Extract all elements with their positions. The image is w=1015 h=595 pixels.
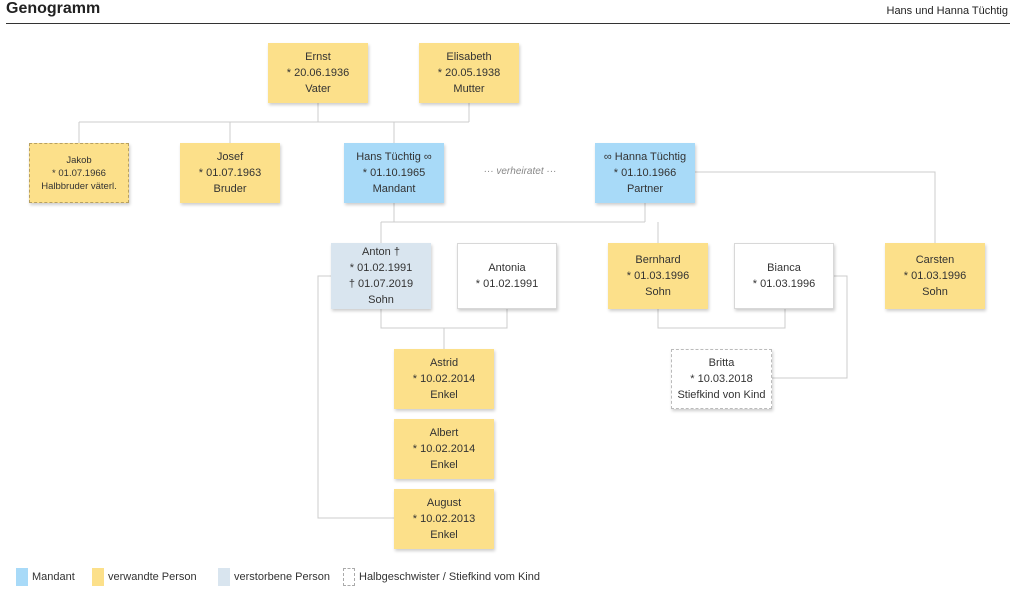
legend-label: Halbgeschwister / Stiefkind vom Kind: [359, 571, 540, 583]
person-name: Hans Tüchtig ∞: [356, 151, 432, 163]
page-title: Genogramm: [6, 0, 101, 17]
legend-swatch-client: [16, 568, 28, 586]
legend-label: Mandant: [32, 571, 75, 583]
connector-bernhard-couple: [657, 309, 786, 329]
person-name: August: [426, 497, 462, 509]
person-birth: * 01.03.1996: [626, 270, 690, 282]
person-name: Albert: [429, 427, 459, 439]
person-bianca[interactable]: Bianca * 01.03.1996: [734, 243, 834, 309]
legend-swatch-half: [343, 568, 355, 586]
person-role: Sohn: [922, 286, 948, 298]
person-josef[interactable]: Josef * 01.07.1963 Bruder: [180, 143, 280, 203]
connector-august: [317, 275, 394, 519]
connector-britta: [772, 275, 848, 379]
person-bernhard[interactable]: Bernhard * 01.03.1996 Sohn: [608, 243, 708, 309]
person-name: Josef: [216, 151, 244, 163]
person-anton[interactable]: Anton † * 01.02.1991 † 01.07.2019 Sohn: [331, 243, 431, 309]
person-birth: * 10.02.2013: [412, 513, 476, 525]
person-hanna[interactable]: ∞ Hanna Tüchtig * 01.10.1966 Partner: [595, 143, 695, 203]
client-name: Hans und Hanna Tüchtig: [886, 5, 1009, 17]
legend-label: verwandte Person: [108, 571, 197, 583]
connector-anton-couple: [380, 309, 508, 329]
person-astrid[interactable]: Astrid * 10.02.2014 Enkel: [394, 349, 494, 409]
person-birth: * 01.02.1991: [475, 278, 539, 290]
person-britta[interactable]: Britta * 10.03.2018 Stiefkind von Kind: [671, 349, 772, 409]
person-birth: * 01.10.1966: [613, 167, 677, 179]
person-role: Partner: [626, 183, 664, 195]
person-birth: * 01.07.1963: [198, 167, 262, 179]
person-role: Sohn: [368, 294, 394, 306]
person-name: Ernst: [305, 51, 331, 63]
person-ernst[interactable]: Ernst * 20.06.1936 Vater: [268, 43, 368, 103]
person-role: Stiefkind von Kind: [677, 389, 766, 401]
person-name: Jakob: [66, 154, 92, 166]
legend-swatch-deceased: [218, 568, 230, 586]
person-role: Enkel: [430, 459, 458, 471]
person-birth: * 10.02.2014: [412, 373, 476, 385]
person-name: Antonia: [488, 262, 526, 274]
person-name: Bianca: [767, 262, 801, 274]
person-carsten[interactable]: Carsten * 01.03.1996 Sohn: [885, 243, 985, 309]
person-role: Bruder: [213, 183, 247, 195]
connector-carsten: [695, 171, 936, 243]
legend-item-relative: verwandte Person: [92, 568, 197, 586]
person-birth: * 01.02.1991: [349, 262, 413, 274]
marriage-label: ··· verheiratet ···: [483, 166, 557, 177]
person-name: Anton †: [362, 246, 400, 258]
person-role: Mandant: [372, 183, 416, 195]
person-birth: * 01.03.1996: [752, 278, 816, 290]
person-name: Astrid: [429, 357, 459, 369]
person-role: Halbbruder väterl.: [41, 180, 117, 192]
person-role: Vater: [305, 83, 331, 95]
person-name: Britta: [708, 357, 735, 369]
legend-label: verstorbene Person: [234, 571, 330, 583]
person-hans[interactable]: Hans Tüchtig ∞ * 01.10.1965 Mandant: [344, 143, 444, 203]
person-name: Bernhard: [635, 254, 681, 266]
person-august[interactable]: August * 10.02.2013 Enkel: [394, 489, 494, 549]
person-antonia[interactable]: Antonia * 01.02.1991: [457, 243, 557, 309]
person-death: † 01.07.2019: [348, 278, 414, 290]
person-jakob[interactable]: Jakob * 01.07.1966 Halbbruder väterl.: [29, 143, 129, 203]
legend-swatch-relative: [92, 568, 104, 586]
person-birth: * 01.07.1966: [52, 167, 106, 179]
header: Genogramm Hans und Hanna Tüchtig: [6, 0, 1010, 24]
person-birth: * 01.10.1965: [362, 167, 426, 179]
person-name: Elisabeth: [446, 51, 492, 63]
person-role: Enkel: [430, 389, 458, 401]
legend-item-deceased: verstorbene Person: [218, 568, 330, 586]
person-role: Sohn: [645, 286, 671, 298]
person-birth: * 20.06.1936: [286, 67, 350, 79]
person-birth: * 10.02.2014: [412, 443, 476, 455]
person-albert[interactable]: Albert * 10.02.2014 Enkel: [394, 419, 494, 479]
legend-item-client: Mandant: [16, 568, 75, 586]
legend-item-half: Halbgeschwister / Stiefkind vom Kind: [343, 568, 540, 586]
person-birth: * 10.03.2018: [690, 373, 753, 385]
person-role: Enkel: [430, 529, 458, 541]
person-birth: * 20.05.1938: [437, 67, 501, 79]
person-name: Carsten: [915, 254, 955, 266]
person-name: ∞ Hanna Tüchtig: [603, 151, 687, 163]
person-elisabeth[interactable]: Elisabeth * 20.05.1938 Mutter: [419, 43, 519, 103]
person-role: Mutter: [453, 83, 485, 95]
person-birth: * 01.03.1996: [903, 270, 967, 282]
